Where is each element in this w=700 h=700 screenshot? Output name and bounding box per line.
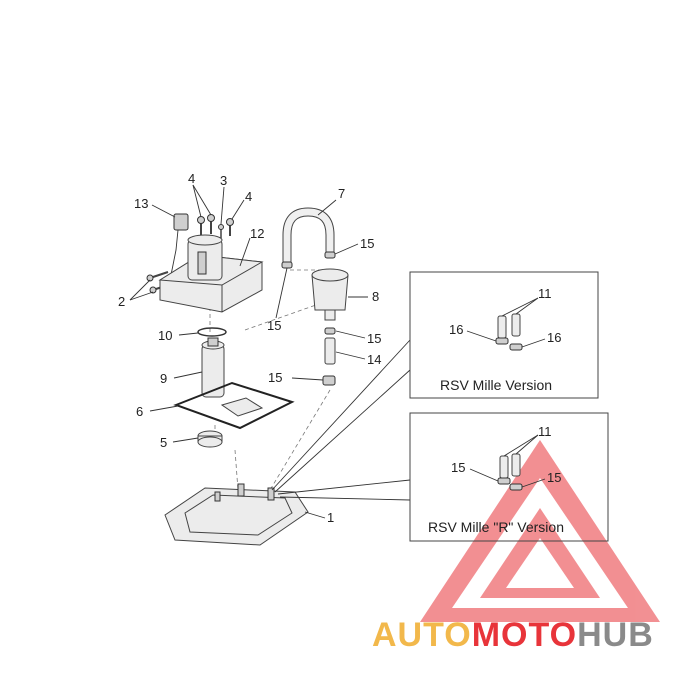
inset1-callout-16-right: 16 — [547, 330, 561, 345]
svg-text:AUTOMOTOHUB: AUTOMOTOHUB — [372, 616, 654, 654]
inset1-title: RSV Mille Version — [440, 377, 552, 393]
inset1-callout-11: 11 — [538, 286, 552, 301]
callout-15-mid: 15 — [367, 331, 381, 346]
callout-10: 10 — [158, 328, 172, 343]
callout-15-hose: 15 — [267, 318, 281, 333]
watermark-moto: MOTO — [472, 616, 577, 654]
callout-15-top: 15 — [360, 236, 374, 251]
part-7-hose — [281, 207, 336, 269]
callout-15-low: 15 — [268, 370, 282, 385]
part-10-o-ring — [197, 327, 227, 337]
watermark-logo-text: AUTOMOTOHUB — [372, 616, 654, 654]
callout-4-left: 4 — [188, 171, 195, 186]
callout-3: 3 — [220, 173, 227, 188]
callout-2: 2 — [118, 294, 125, 309]
part-6-gasket — [173, 381, 295, 430]
callout-7: 7 — [338, 186, 345, 201]
inset2-callout-15-right: 15 — [547, 470, 561, 485]
watermark-triangle — [420, 440, 660, 622]
callout-6: 6 — [136, 404, 143, 419]
inset2-title: RSV Mille "R" Version — [428, 519, 564, 535]
part-1-base-plate — [164, 483, 309, 546]
part-9-pump — [201, 337, 225, 398]
watermark-hub: HUB — [577, 616, 654, 654]
part-3-4-screws — [197, 214, 234, 238]
leader-lines — [129, 184, 368, 519]
part-12-pump-housing — [158, 234, 264, 313]
part-8-filter — [311, 268, 349, 335]
part-14-tube — [322, 337, 336, 386]
inset-rsv-mille: 11 16 16 RSV Mille Version — [409, 271, 599, 399]
part-5-cap — [197, 430, 223, 448]
callout-8: 8 — [372, 289, 379, 304]
inset-pointer-lines — [271, 339, 411, 501]
callout-numbers: 13 4 3 4 12 2 7 15 8 15 15 14 15 10 9 6 … — [118, 171, 381, 525]
inset2-callout-11: 11 — [538, 424, 552, 439]
callout-1: 1 — [327, 510, 334, 525]
watermark-auto: AUTO — [372, 616, 472, 654]
callout-13: 13 — [134, 196, 148, 211]
callout-12: 12 — [250, 226, 264, 241]
callout-14: 14 — [367, 352, 381, 367]
inset-rsv-mille-r: 11 15 15 RSV Mille "R" Version — [409, 412, 609, 542]
inset1-callout-16-left: 16 — [449, 322, 463, 337]
callout-4-right: 4 — [245, 189, 252, 204]
inset2-callout-15-left: 15 — [451, 460, 465, 475]
callout-5: 5 — [160, 435, 167, 450]
callout-9: 9 — [160, 371, 167, 386]
